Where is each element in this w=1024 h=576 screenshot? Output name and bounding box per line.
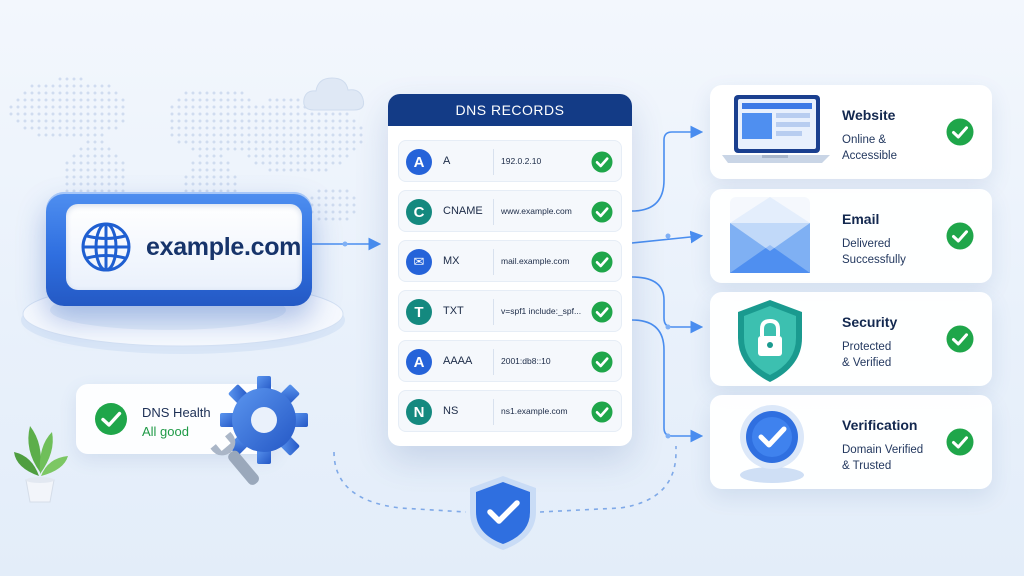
laptop-icon	[722, 95, 830, 163]
service-description: Protected& Verified	[842, 341, 892, 369]
service-description: Domain Verified& Trusted	[842, 444, 924, 472]
record-value: 192.0.2.10	[501, 156, 542, 166]
security-connector	[631, 276, 704, 334]
record-type-badge: T	[406, 299, 432, 325]
record-type-badge: A	[406, 349, 432, 375]
record-value: ns1.example.com	[501, 406, 568, 416]
record-divider	[493, 299, 494, 325]
verification-connector	[631, 319, 704, 443]
record-type-badge: A	[406, 149, 432, 175]
record-type-badge: N	[406, 399, 432, 425]
check-circle-icon	[591, 351, 613, 373]
dashed-path-left	[333, 451, 467, 513]
dns-record-row: N NS ns1.example.com	[398, 390, 622, 432]
record-type-badge: C	[406, 199, 432, 225]
record-type: NS	[443, 405, 459, 417]
service-card-verification: Verification Domain Verified& Trusted	[710, 395, 992, 489]
website-connector	[631, 125, 704, 212]
check-circle-icon	[946, 222, 974, 250]
dns-record-row: T TXT v=spf1 include:_spf...	[398, 290, 622, 332]
record-value: v=spf1 include:_spf...	[501, 306, 582, 316]
check-circle-icon	[95, 403, 127, 435]
record-divider	[493, 149, 494, 175]
record-type: CNAME	[443, 205, 483, 217]
envelope-icon	[730, 197, 810, 273]
check-circle-icon	[591, 301, 613, 323]
service-title: Website	[842, 107, 896, 123]
email-connector	[631, 230, 704, 244]
record-divider	[493, 199, 494, 225]
dns-record-row: C CNAME www.example.com	[398, 190, 622, 232]
service-title: Security	[842, 314, 898, 330]
dns-record-row: ✉ MX mail.example.com	[398, 240, 622, 282]
service-card-website: Website Online &Accessible	[710, 85, 992, 179]
domain-card-face: example.com	[66, 204, 302, 290]
check-circle-icon	[591, 251, 613, 273]
dns-health-status: All good	[142, 424, 189, 439]
check-circle-icon	[591, 151, 613, 173]
record-divider	[493, 249, 494, 275]
record-value: 2001:db8::10	[501, 356, 551, 366]
record-value: mail.example.com	[501, 256, 570, 266]
cloud-icon	[303, 77, 365, 111]
record-type: AAAA	[443, 355, 473, 367]
verified-badge-icon	[740, 405, 804, 483]
check-circle-icon	[946, 118, 974, 146]
service-description: Online &Accessible	[842, 134, 897, 162]
shield-check-icon	[470, 476, 536, 550]
check-circle-icon	[946, 325, 974, 353]
plant-icon	[14, 426, 68, 503]
globe-icon	[81, 222, 131, 272]
record-type: MX	[443, 255, 460, 267]
record-type: TXT	[443, 305, 464, 317]
check-circle-icon	[591, 401, 613, 423]
record-divider	[493, 399, 494, 425]
service-title: Verification	[842, 417, 918, 433]
check-circle-icon	[591, 201, 613, 223]
check-circle-icon	[946, 428, 974, 456]
record-value: www.example.com	[501, 206, 572, 216]
service-title: Email	[842, 211, 880, 227]
panel-title: DNS RECORDS	[388, 94, 632, 126]
record-type: A	[443, 155, 451, 167]
dns-health-title: DNS Health	[142, 405, 211, 420]
service-card-security: Security Protected& Verified	[710, 292, 992, 386]
gear-wrench-icon	[210, 376, 308, 485]
dashed-path-right	[539, 446, 677, 513]
mail-icon: ✉	[406, 249, 432, 275]
record-divider	[493, 349, 494, 375]
shield-lock-icon	[738, 300, 802, 382]
domain-name: example.com	[146, 232, 302, 261]
